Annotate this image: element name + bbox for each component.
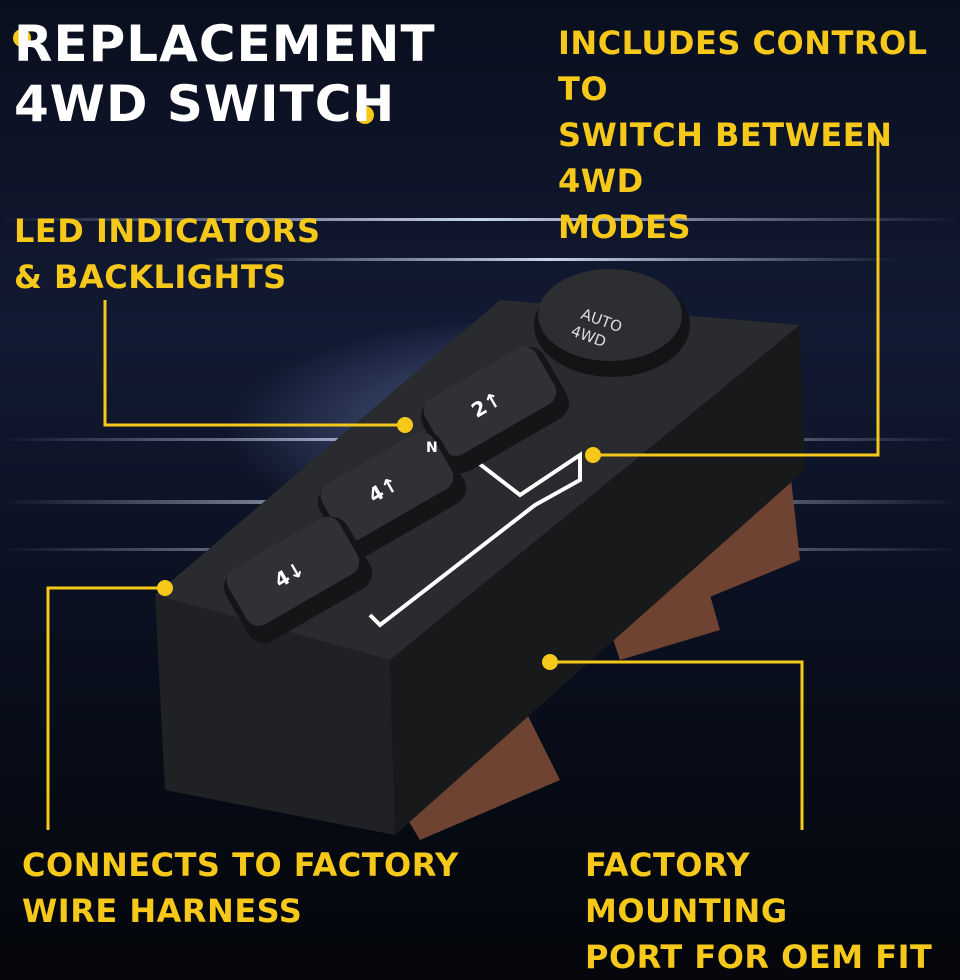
callout-harness: CONNECTS TO FACTORY WIRE HARNESS [22,842,459,934]
button-4-high[interactable]: 4↑ [310,424,472,565]
switch-illustration: AUTO 4WD 2↑ 4↑ 4↓ N [13,29,880,840]
page-title: REPLACEMENT 4WD SWITCH [14,14,436,134]
callout-text: LED INDICATORS [14,212,321,250]
callout-led: LED INDICATORS & BACKLIGHTS [14,208,321,300]
neutral-label: N [426,440,438,456]
button-4-low[interactable]: 4↓ [216,509,378,650]
callout-4wd-modes: INCLUDES CONTROL TO SWITCH BETWEEN 4WD M… [558,20,960,250]
callout-text: WIRE HARNESS [22,892,303,930]
title-line: REPLACEMENT [14,15,436,73]
callout-dots [13,29,601,670]
callout-text: & BACKLIGHTS [14,258,287,296]
light-streak [0,218,960,221]
light-streak [200,258,900,261]
switch-side-face [390,325,805,835]
callout-text: SWITCH BETWEEN 4WD [558,116,893,200]
switch-front-face [155,595,395,835]
callout-text: FACTORY MOUNTING [585,846,788,930]
mode-guide-line [368,443,582,628]
callout-text: CONNECTS TO FACTORY [22,846,459,884]
callout-lines [46,130,880,830]
callout-text: PORT FOR OEM FIT [585,938,933,976]
button-2-high[interactable]: 2↑ [413,339,575,480]
callout-text: INCLUDES CONTROL TO [558,24,928,108]
auto-4wd-knob[interactable]: AUTO 4WD [534,269,690,377]
callout-text: MODES [558,208,692,246]
callout-mount: FACTORY MOUNTING PORT FOR OEM FIT [585,842,960,980]
title-line: 4WD SWITCH [14,75,396,133]
